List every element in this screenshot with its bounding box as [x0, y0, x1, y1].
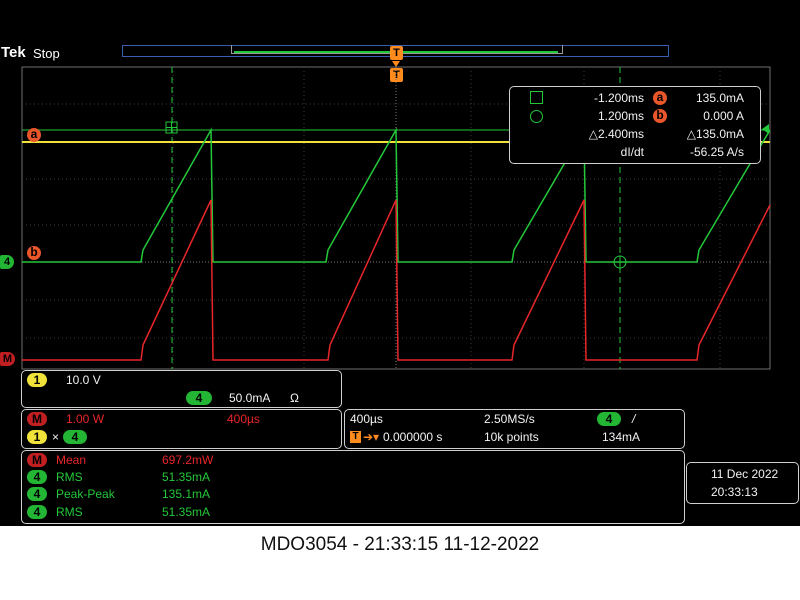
measurement-source-badge: M: [27, 453, 47, 467]
oscilloscope-screen: Tek Stop T T: [0, 0, 800, 526]
measurement-name: RMS: [56, 470, 83, 484]
ch4-badge[interactable]: 4: [186, 391, 212, 405]
math-time: 400µs: [227, 412, 260, 426]
sample-rate: 2.50MS/s: [484, 412, 535, 426]
ch1-badge[interactable]: 1: [27, 373, 47, 387]
ch4-ground-marker[interactable]: 4: [0, 255, 14, 269]
trigger-level: 134mA: [602, 430, 641, 444]
time-display: 20:33:13: [711, 485, 758, 499]
math-waveform: [22, 199, 771, 361]
math-ground-marker[interactable]: M: [0, 352, 15, 366]
cursor-a-value: 135.0mA: [695, 91, 744, 105]
measurement-name: Mean: [56, 453, 87, 467]
measurement-value: 51.35mA: [162, 505, 211, 519]
datetime-panel[interactable]: 11 Dec 2022 20:33:13: [686, 462, 799, 504]
trigger-marker[interactable]: T: [390, 68, 403, 82]
measurement-name: RMS: [56, 505, 83, 519]
trigger-position-marker-top[interactable]: T: [390, 46, 403, 60]
cursor-b-badge: b: [653, 109, 667, 123]
math-badge[interactable]: M: [27, 412, 47, 426]
trigger-arrow-right-icon: ➔▾: [363, 430, 380, 444]
cursor-delta-time: △2.400ms: [588, 127, 644, 141]
timebase: 400µs: [350, 412, 383, 426]
cursor-a-badge: a: [653, 91, 667, 105]
measurements-panel[interactable]: M Mean 697.2mW 4 RMS 51.35mA 4 Peak-Peak…: [21, 450, 685, 524]
math-operator: ×: [52, 430, 60, 444]
cursor-b-value: 0.000 A: [703, 109, 744, 123]
cursor-readout-panel[interactable]: -1.200ms a 135.0mA 1.200ms b 0.000 A △2.…: [509, 86, 761, 164]
measurement-source-badge: 4: [27, 505, 47, 519]
math-source-1: 1: [27, 430, 47, 444]
cursor-circle-icon: [530, 110, 543, 123]
math-scale: 1.00 W: [66, 412, 105, 426]
screenshot-caption: MDO3054 - 21:33:15 11-12-2022: [260, 534, 540, 555]
cursor-square-icon: [530, 91, 543, 104]
trigger-position: 0.000000 s: [383, 430, 443, 444]
ch4-scale: 50.0mA: [229, 391, 271, 405]
measurement-row[interactable]: M Mean 697.2mW: [22, 453, 322, 469]
cursor-a-time: -1.200ms: [593, 91, 644, 105]
measurement-row[interactable]: 4 Peak-Peak 135.1mA: [22, 487, 322, 503]
trigger-arrow-icon: [392, 61, 400, 67]
measurement-value: 51.35mA: [162, 470, 211, 484]
cursor-delta-value: △135.0mA: [686, 127, 744, 141]
ch1-scale: 10.0 V: [66, 373, 101, 387]
cursor-didt-label: dI/dt: [620, 145, 644, 159]
record-length: 10k points: [484, 430, 539, 444]
measurement-value: 135.1mA: [162, 487, 211, 501]
math-source-2: 4: [63, 430, 87, 444]
ch4-right-marker-icon: [762, 124, 769, 134]
cursor-didt-value: -56.25 A/s: [689, 145, 744, 159]
trigger-position-icon: T: [350, 431, 361, 443]
cursor-b-marker[interactable]: b: [27, 246, 41, 260]
measurement-name: Peak-Peak: [56, 487, 115, 501]
measurement-value: 697.2mW: [162, 453, 214, 467]
date-display: 11 Dec 2022: [711, 467, 779, 481]
cursor-b-time: 1.200ms: [597, 109, 644, 123]
trigger-slope-icon: /: [632, 412, 636, 426]
measurement-row[interactable]: 4 RMS 51.35mA: [22, 470, 322, 486]
horizontal-trigger-panel[interactable]: 400µs 2.50MS/s 4 / T ➔▾ 0.000000 s 10k p…: [344, 409, 685, 449]
channel-scale-panel[interactable]: 1 10.0 V 4 50.0mA Ω: [21, 370, 342, 408]
brand-logo: Tek: [1, 44, 26, 61]
measurement-source-badge: 4: [27, 487, 47, 501]
acquisition-status[interactable]: Stop: [33, 46, 60, 61]
measurement-source-badge: 4: [27, 470, 47, 484]
cursor-a-marker[interactable]: a: [27, 128, 41, 142]
ch4-waveform: [22, 127, 771, 263]
math-panel[interactable]: M 1.00 W 400µs 1 × 4: [21, 409, 342, 449]
trigger-channel-badge[interactable]: 4: [597, 412, 621, 426]
ch4-termination: Ω: [290, 391, 299, 405]
measurement-row[interactable]: 4 RMS 51.35mA: [22, 505, 322, 521]
